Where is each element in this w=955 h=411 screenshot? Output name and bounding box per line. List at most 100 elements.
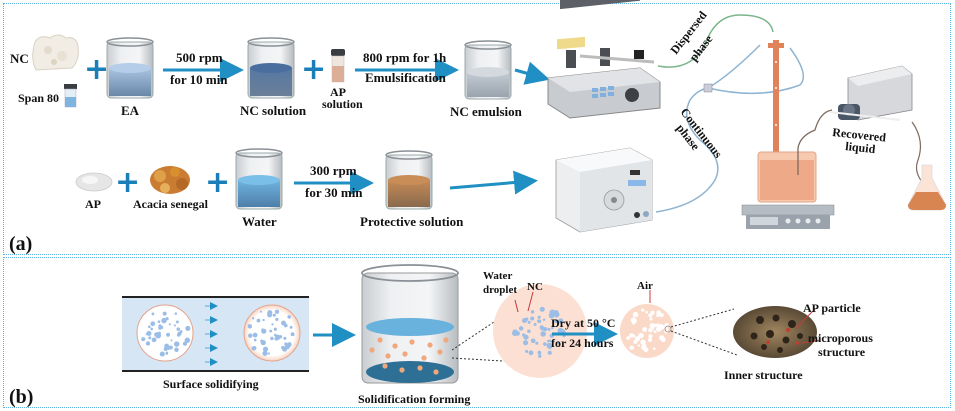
- step2-speed: 800 rpm for 1h: [363, 50, 447, 65]
- dot: [274, 309, 280, 314]
- span80-label: Span 80: [18, 91, 59, 105]
- dot: [251, 317, 255, 320]
- dot: [535, 341, 539, 345]
- dot: [642, 327, 648, 332]
- ap-powder-icon: [75, 172, 113, 192]
- dot: [260, 340, 266, 346]
- dot: [252, 332, 258, 338]
- magnetic-stirrer-icon: [741, 204, 835, 229]
- dispersed-tube-icon: [657, 14, 774, 68]
- dot: [542, 342, 547, 346]
- dot: [538, 354, 542, 358]
- dot: [548, 346, 552, 350]
- dot: [141, 337, 146, 342]
- erlenmeyer-flask-icon: [907, 164, 947, 211]
- ap-solution-label-1: AP: [330, 85, 346, 99]
- particle-dot: [382, 363, 388, 369]
- dot: [648, 313, 653, 318]
- particle-dot: [369, 347, 375, 353]
- tee-connector-icon: [703, 83, 713, 93]
- dot: [260, 310, 263, 313]
- dot: [270, 336, 274, 341]
- panel-b-frame: [3, 257, 951, 408]
- dot: [290, 332, 295, 337]
- nc-droplet-icon: [493, 284, 587, 378]
- dot: [269, 329, 273, 333]
- ea-label: EA: [121, 103, 140, 118]
- acacia-label: Acacia senegal: [133, 197, 209, 211]
- acacia-senegal-icon: [150, 166, 190, 194]
- dot: [256, 318, 261, 323]
- dot: [530, 316, 535, 321]
- particle-dot: [385, 353, 391, 359]
- dot: [654, 323, 658, 328]
- particle-dot: [443, 337, 449, 343]
- nc-pointer-label: NC: [527, 281, 543, 293]
- dot: [176, 327, 181, 331]
- dot: [174, 347, 179, 353]
- dot: [284, 343, 289, 347]
- dot: [523, 334, 529, 340]
- particle-dot: [377, 337, 383, 343]
- dot: [146, 330, 152, 336]
- droplet-after-icon: [243, 304, 301, 362]
- dot: [281, 345, 285, 350]
- arrow-icon: [514, 61, 550, 85]
- zoom-lines-icon: [670, 308, 738, 356]
- protective-solution-beaker-icon: [385, 150, 433, 210]
- inner-structure-icon: [733, 306, 817, 358]
- water-beaker-icon: [235, 148, 283, 210]
- dot: [648, 334, 653, 339]
- water-label: Water: [242, 214, 277, 229]
- dot: [643, 347, 649, 353]
- arrow-icon: [449, 170, 538, 195]
- particle-dot: [402, 351, 408, 357]
- particle-dot: [433, 369, 439, 375]
- dot: [175, 320, 179, 324]
- particle-dot: [409, 339, 415, 345]
- plus-icon: +: [115, 165, 140, 200]
- step3-time: for 30 min: [305, 185, 363, 200]
- dot: [555, 311, 559, 316]
- dot: [170, 339, 173, 342]
- dot: [267, 310, 273, 316]
- dot: [660, 337, 666, 343]
- nc-emulsion-beaker-icon: [464, 40, 512, 100]
- ap-label: AP: [85, 197, 101, 211]
- recovered-label-2: liquid: [845, 139, 877, 156]
- dot: [551, 326, 554, 330]
- dot: [648, 337, 652, 342]
- dot: [158, 324, 162, 328]
- dot: [558, 318, 564, 324]
- dot: [657, 324, 664, 330]
- dot: [518, 326, 524, 331]
- dot: [253, 338, 257, 342]
- dot: [649, 317, 653, 321]
- dot: [275, 317, 279, 322]
- dot: [166, 332, 171, 337]
- dot: [542, 318, 546, 321]
- dot: [540, 326, 545, 331]
- microfluidic-column-icon: [768, 40, 784, 165]
- dot: [626, 336, 630, 340]
- dot: [287, 315, 291, 319]
- dot: [158, 326, 162, 330]
- dot: [162, 311, 167, 316]
- ap-solution-vial-icon: [331, 49, 345, 83]
- microporous-label-2: structure: [818, 345, 866, 359]
- dot: [512, 329, 518, 335]
- dot: [174, 312, 178, 315]
- dot: [248, 333, 253, 338]
- dot: [150, 321, 156, 327]
- dot: [278, 335, 283, 339]
- dot: [284, 347, 287, 350]
- particle-dot: [437, 349, 443, 355]
- dot: [540, 331, 546, 337]
- step3-speed: 300 rpm: [310, 163, 357, 178]
- panel-a-frame: [3, 3, 951, 255]
- dot: [522, 317, 528, 323]
- dot: [629, 345, 634, 350]
- dot: [642, 342, 647, 347]
- dot: [157, 320, 161, 323]
